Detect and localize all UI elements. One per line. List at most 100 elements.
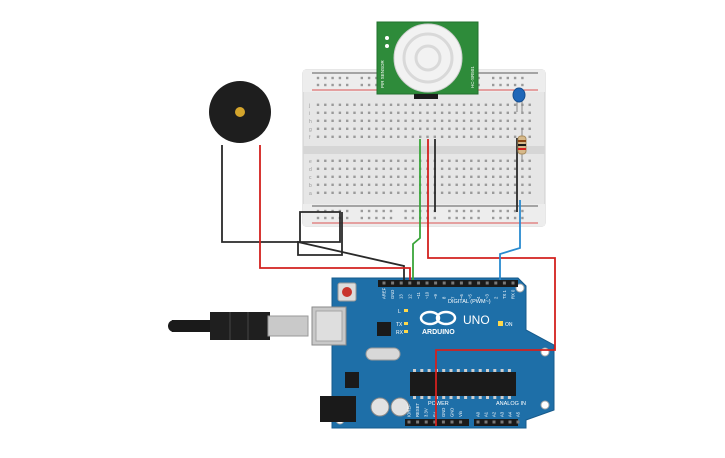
breadboard-hole: [484, 135, 488, 138]
header-pin[interactable]: [451, 281, 455, 285]
header-pin[interactable]: [508, 420, 512, 424]
rail-hole: [375, 209, 378, 213]
header-pin[interactable]: [516, 420, 520, 424]
header-pin[interactable]: [511, 281, 515, 285]
header-pin[interactable]: [492, 420, 496, 424]
breadboard-hole: [528, 175, 531, 178]
breadboard-hole: [331, 175, 334, 178]
breadboard-hole: [440, 111, 444, 114]
breadboard-hole: [492, 103, 495, 106]
breadboard-hole: [462, 159, 466, 162]
usb-port-inner: [315, 310, 343, 342]
breadboard-hole: [521, 167, 524, 170]
rail-hole: [448, 209, 451, 213]
arduino-logo: [419, 310, 457, 326]
rail-hole: [477, 209, 480, 213]
rail-hole: [492, 209, 495, 213]
breadboard-hole: [426, 119, 429, 122]
breadboard-hole: [324, 119, 327, 122]
breadboard-hole: [353, 159, 356, 162]
header-pin[interactable]: [468, 281, 472, 285]
header-pin[interactable]: [484, 420, 488, 424]
breadboard-hole: [338, 191, 342, 194]
header-pin[interactable]: [416, 420, 420, 424]
breadboard-hole: [389, 167, 393, 170]
breadboard-hole: [448, 103, 451, 106]
header-pin[interactable]: [476, 420, 480, 424]
breadboard-hole: [316, 183, 320, 186]
rail-hole: [367, 216, 371, 220]
breadboard-hole: [462, 191, 466, 194]
breadboard-hole: [411, 191, 415, 194]
usb-chip: [377, 322, 391, 336]
breadboard-hole: [440, 135, 444, 138]
breadboard-hole: [338, 127, 342, 130]
rail-hole: [499, 209, 502, 213]
breadboard-hole: [419, 119, 422, 122]
breadboard-hole: [316, 159, 320, 162]
breadboard-hole: [462, 183, 466, 186]
breadboard-hole: [513, 127, 517, 130]
header-pin[interactable]: [459, 281, 463, 285]
rail-hole: [513, 209, 517, 213]
chip-pin: [442, 396, 446, 399]
breadboard-hole: [411, 175, 415, 178]
breadboard-hole: [455, 111, 458, 114]
rail-hole: [521, 209, 524, 213]
breadboard-hole: [499, 191, 502, 194]
pin-label: GND: [441, 408, 446, 417]
breadboard-hole: [397, 191, 400, 194]
breadboard-hole: [346, 167, 349, 170]
breadboard-hole: [382, 119, 385, 122]
header-pin[interactable]: [407, 420, 411, 424]
header-pin[interactable]: [434, 281, 438, 285]
header-pin[interactable]: [408, 281, 412, 285]
breadboard-hole: [331, 191, 334, 194]
chip-pin: [507, 396, 511, 399]
header-pin[interactable]: [382, 281, 386, 285]
breadboard-hole: [324, 159, 327, 162]
breadboard-hole: [411, 111, 415, 114]
center-trench: [303, 146, 545, 154]
breadboard-hole: [433, 135, 436, 138]
breadboard-hole: [375, 127, 378, 130]
breadboard-hole: [477, 119, 480, 122]
header-pin[interactable]: [477, 281, 481, 285]
breadboard-hole: [346, 111, 349, 114]
breadboard-hole: [506, 183, 509, 186]
breadboard-hole: [367, 159, 371, 162]
breadboard-hole: [331, 159, 334, 162]
breadboard-hole: [440, 159, 444, 162]
header-pin[interactable]: [485, 281, 489, 285]
header-pin[interactable]: [433, 420, 437, 424]
rail-hole: [360, 83, 363, 87]
breadboard-hole: [375, 191, 378, 194]
header-pin[interactable]: [425, 281, 429, 285]
header-pin[interactable]: [442, 281, 446, 285]
breadboard-hole: [367, 127, 371, 130]
breadboard-hole: [316, 111, 320, 114]
header-pin[interactable]: [441, 420, 445, 424]
breadboard-hole: [492, 167, 495, 170]
header-pin[interactable]: [459, 420, 463, 424]
breadboard-hole: [477, 111, 480, 114]
header-pin[interactable]: [391, 281, 395, 285]
header-pin[interactable]: [399, 281, 403, 285]
breadboard-hole: [353, 111, 356, 114]
usb-plug-body: [210, 312, 270, 340]
breadboard-hole: [484, 103, 488, 106]
header-pin[interactable]: [494, 281, 498, 285]
breadboard-hole: [411, 159, 415, 162]
header-pin[interactable]: [500, 420, 504, 424]
header-pin[interactable]: [450, 420, 454, 424]
pin-label: 2: [493, 296, 498, 299]
breadboard-hole: [397, 167, 400, 170]
breadboard-hole: [506, 135, 509, 138]
header-pin[interactable]: [502, 281, 506, 285]
header-pin[interactable]: [416, 281, 420, 285]
header-pin[interactable]: [424, 420, 428, 424]
breadboard-hole: [382, 127, 385, 130]
buzzer-center: [235, 107, 245, 117]
breadboard-hole: [448, 183, 451, 186]
chip-pin: [449, 396, 453, 399]
